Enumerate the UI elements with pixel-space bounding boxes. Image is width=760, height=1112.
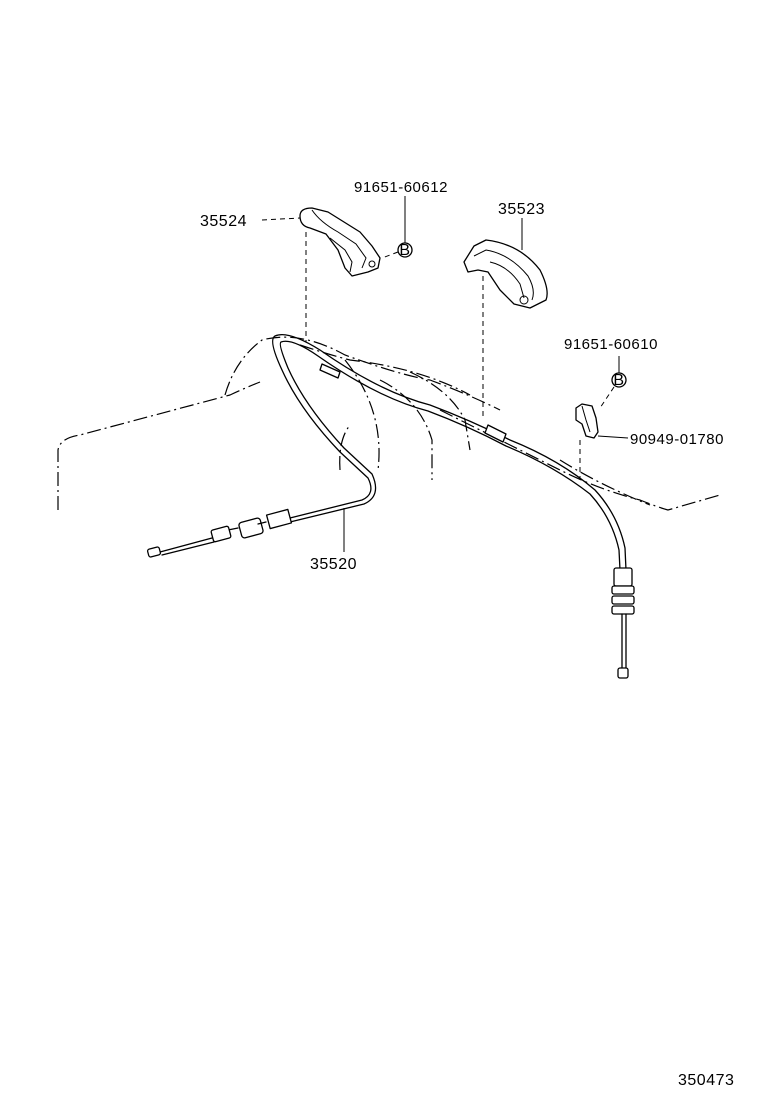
bolt-upper-marker: B [399, 242, 410, 259]
label-bracket-35523: 35523 [498, 201, 545, 218]
label-bracket-35524: 35524 [200, 213, 247, 230]
bolt-upper: B [397, 242, 413, 259]
bolt-lower: B [611, 372, 627, 389]
label-cable: 35520 [310, 556, 357, 573]
figure-number: 350473 [678, 1072, 734, 1089]
part-labels: 91651-60612 35524 35523 91651-60610 9094… [200, 179, 734, 1089]
body-outline [57, 336, 721, 511]
clamp-90949 [575, 403, 599, 439]
label-bolt-lower: 91651-60610 [564, 336, 658, 353]
bolt-lower-marker: B [613, 372, 624, 389]
label-clamp: 90949-01780 [630, 431, 724, 448]
leader-lines [261, 196, 629, 552]
throttle-cable [146, 333, 635, 679]
bracket-35524 [299, 207, 381, 277]
bracket-35523 [463, 239, 548, 309]
label-bolt-upper: 91651-60612 [354, 179, 448, 196]
